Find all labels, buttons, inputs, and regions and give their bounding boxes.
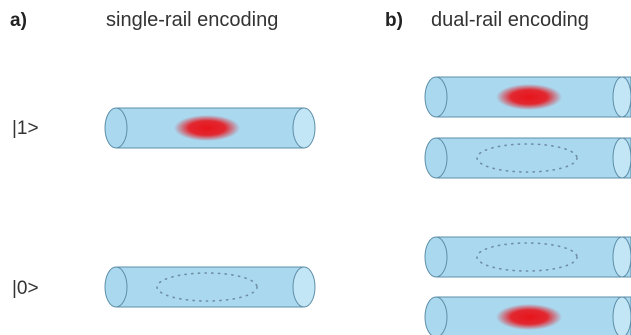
waveguide-right-cap (612, 296, 631, 335)
vacuum-mode-outline (156, 272, 258, 302)
single-rail-waveguide-state-1 (104, 107, 316, 149)
waveguide-left-cap (424, 296, 448, 335)
waveguide-left-cap (104, 107, 128, 149)
ket-one-label: |1> (12, 118, 39, 139)
dual-rail-state-1-upper-waveguide (424, 76, 631, 118)
waveguide-left-cap (424, 76, 448, 118)
waveguide-left-cap (104, 266, 128, 308)
dual-rail-state-0-lower-waveguide (424, 296, 631, 335)
waveguide-right-cap (612, 236, 631, 278)
single-rail-waveguide-state-0 (104, 266, 316, 308)
panel-a-label: a) (10, 10, 27, 31)
waveguide-right-cap (292, 266, 316, 308)
vacuum-mode-outline (476, 242, 578, 272)
dual-rail-state-0-upper-waveguide (424, 236, 631, 278)
panel-b-title: dual-rail encoding (431, 9, 589, 31)
photon-pulse (174, 115, 240, 141)
ket-zero-label: |0> (12, 278, 39, 299)
waveguide-left-cap (424, 137, 448, 179)
vacuum-mode-outline (476, 143, 578, 173)
waveguide-right-cap (292, 107, 316, 149)
waveguide-right-cap (612, 76, 631, 118)
panel-a-title: single-rail encoding (106, 9, 279, 31)
panel-b-label: b) (385, 10, 403, 31)
photon-pulse (496, 84, 562, 110)
dual-rail-state-1-lower-waveguide (424, 137, 631, 179)
waveguide-body (115, 266, 305, 308)
waveguide-right-cap (612, 137, 631, 179)
photon-pulse (496, 304, 562, 330)
waveguide-left-cap (424, 236, 448, 278)
